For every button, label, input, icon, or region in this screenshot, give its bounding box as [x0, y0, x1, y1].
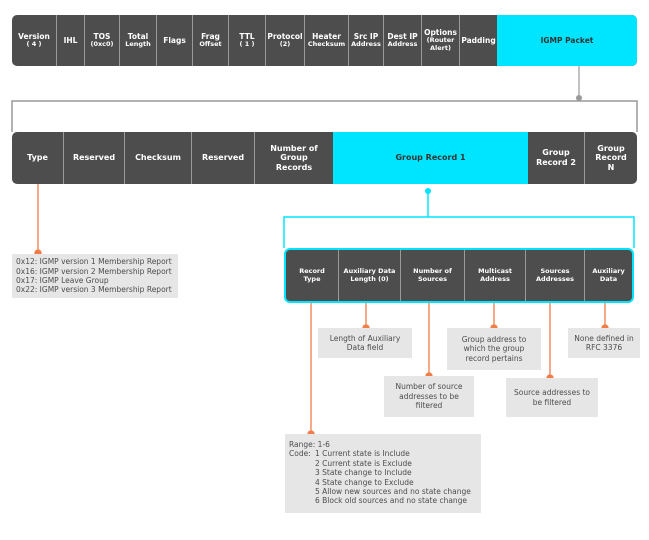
igmp-header-bar: Type Reserved Checksum Reserved Number o… [12, 132, 637, 184]
igmp-field-checksum: Checksum [124, 132, 191, 184]
igmp-bracket [11, 100, 638, 132]
record-field-multicast-address: Multicast Address [464, 250, 525, 301]
field-igmp-packet: IGMP Packet [497, 15, 637, 66]
type-code-0x17: 0x17: IGMP Leave Group [16, 276, 109, 285]
record-type-code-3: 3 State change to Include [315, 468, 412, 478]
field-dest-ip-sub: Address [387, 40, 418, 49]
field-tos: TOS (0xc0) [84, 15, 119, 66]
field-frag-offset-sub: Offset [199, 40, 222, 49]
igmp-field-reserved-1: Reserved [63, 132, 124, 184]
source-addrs-note-text: Source addresses to be filtered [513, 388, 591, 407]
field-options: Options (Router Alert) [421, 15, 459, 66]
igmp-field-group-record-n-label: Group Record N [595, 143, 627, 172]
field-padding-label: Padding [461, 36, 496, 45]
field-src-ip-label: Src IP [353, 32, 379, 42]
type-codes-note: 0x12: IGMP version 1 Membership Report 0… [12, 254, 178, 298]
aux-data-note: None defined in RFC 3376 [568, 328, 640, 358]
field-src-ip: Src IP Address [348, 15, 383, 66]
field-frag-offset-label: Frag [201, 32, 220, 42]
record-type-range: Range: 1-6 [289, 440, 330, 449]
field-total-length: Total Length [119, 15, 156, 66]
record-field-aux-data-length-label: Auxiliary Data Length (0) [343, 266, 396, 283]
record-field-num-sources: Number of Sources [400, 250, 464, 301]
field-options-label: Options [424, 28, 457, 38]
igmp-field-checksum-label: Checksum [135, 153, 181, 163]
field-protocol: Protocol (2) [265, 15, 304, 66]
record-field-num-sources-label: Number of Sources [413, 266, 452, 283]
record-type-code-2: 2 Current state is Exclude [315, 458, 412, 468]
record-field-record-type-label: Record Type [299, 266, 325, 283]
num-sources-note-text: Number of source addresses to be filtere… [395, 382, 463, 411]
igmp-field-group-record-n: Group Record N [584, 132, 637, 184]
field-padding: Padding [459, 15, 497, 66]
record-type-code-1: 1 Current state is Include [315, 449, 410, 459]
field-header-checksum: Heater Checksum [304, 15, 348, 66]
type-code-0x12: 0x12: IGMP version 1 Membership Report [16, 257, 172, 267]
type-code-0x22: 0x22: IGMP version 3 Membership Report [16, 285, 172, 295]
record-type-code-4: 4 State change to Exclude [315, 477, 414, 487]
ip-header-bar: Version ( 4 ) IHL TOS (0xc0) Total Lengt… [12, 15, 637, 66]
igmp-field-type-label: Type [27, 153, 48, 163]
field-tos-label: TOS [93, 32, 111, 42]
igmp-field-reserved-2-label: Reserved [201, 153, 245, 163]
field-header-checksum-sub: Checksum [307, 40, 346, 49]
record-field-aux-data-label: Auxiliary Data [592, 266, 625, 283]
record-field-source-addresses-label: Sources Addresses [536, 266, 574, 283]
num-sources-note: Number of source addresses to be filtere… [384, 376, 474, 417]
type-code-0x16: 0x16: IGMP version 2 Membership Report [16, 266, 172, 276]
group-record-bar: Record Type Auxiliary Data Length (0) Nu… [284, 248, 634, 303]
record-type-code-label: Code: [289, 449, 311, 459]
field-version-label: Version [18, 32, 50, 42]
field-total-length-sub: Length [125, 40, 151, 49]
field-tos-sub: (0xc0) [90, 40, 114, 49]
field-header-checksum-label: Heater [312, 32, 341, 42]
field-flags-label: Flags [163, 36, 186, 45]
igmp-field-reserved-1-label: Reserved [72, 153, 116, 163]
field-dest-ip: Dest IP Address [383, 15, 421, 66]
field-ihl-label: IHL [63, 36, 78, 45]
record-type-note: Range: 1-6 Code: 1 Current state is Incl… [285, 434, 481, 513]
igmp-field-type: Type [12, 132, 63, 184]
igmp-field-reserved-2: Reserved [191, 132, 254, 184]
record-field-multicast-address-label: Multicast Address [478, 266, 512, 283]
field-frag-offset: Frag Offset [192, 15, 228, 66]
field-flags: Flags [156, 15, 192, 66]
igmp-field-num-group-records: Number of Group Records [254, 132, 333, 184]
field-version-sub: ( 4 ) [26, 40, 42, 49]
igmp-field-group-record-1: Group Record 1 [333, 132, 528, 184]
field-dest-ip-label: Dest IP [387, 32, 418, 42]
igmp-field-num-group-records-label: Number of Group Records [270, 143, 318, 172]
record-field-source-addresses: Sources Addresses [525, 250, 584, 301]
field-protocol-sub: (2) [279, 40, 291, 49]
aux-len-note: Length of Auxiliary Data field [318, 328, 412, 358]
record-field-record-type: Record Type [286, 250, 338, 301]
igmp-field-group-record-1-label: Group Record 1 [395, 153, 466, 163]
field-src-ip-sub: Address [351, 40, 381, 49]
record-field-aux-data: Auxiliary Data [584, 250, 632, 301]
field-ttl-label: TTL [239, 32, 255, 42]
field-options-sub: (Router Alert) [426, 36, 455, 52]
field-ttl: TTL ( 1 ) [228, 15, 265, 66]
aux-data-note-text: None defined in RFC 3376 [574, 333, 634, 352]
record-dot [425, 188, 431, 194]
field-total-length-label: Total [127, 32, 149, 42]
record-type-code-6: 6 Block old sources and no state change [315, 496, 468, 506]
record-field-aux-data-length: Auxiliary Data Length (0) [338, 250, 400, 301]
field-version: Version ( 4 ) [12, 15, 56, 66]
record-bracket [283, 216, 635, 248]
field-ttl-sub: ( 1 ) [239, 40, 255, 49]
aux-len-note-text: Length of Auxiliary Data field [329, 333, 401, 352]
field-protocol-label: Protocol [267, 32, 303, 42]
multicast-note: Group address to which the group record … [447, 328, 541, 370]
igmp-field-group-record-2-label: Group Record 2 [536, 148, 576, 167]
source-addrs-note: Source addresses to be filtered [506, 378, 598, 417]
record-type-code-row-1: Code: 1 Current state is Include [289, 449, 477, 458]
multicast-note-text: Group address to which the group record … [461, 334, 527, 363]
field-igmp-packet-label: IGMP Packet [540, 36, 594, 45]
field-ihl: IHL [56, 15, 84, 66]
igmp-field-group-record-2: Group Record 2 [528, 132, 584, 184]
record-type-code-5: 5 Allow new sources and no state change [315, 486, 471, 496]
bracket-dot [576, 95, 582, 101]
